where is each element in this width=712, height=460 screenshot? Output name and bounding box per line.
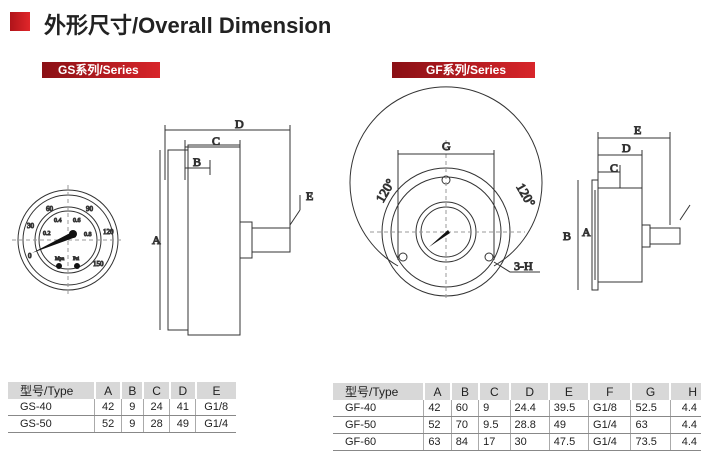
cell: 28	[143, 415, 171, 433]
cell: 4.4	[670, 433, 701, 451]
gs-dim-c: C	[212, 134, 220, 148]
col-h: H	[670, 383, 701, 400]
cell: 28.8	[510, 416, 550, 434]
gs-series-badge: GS系列/Series	[42, 62, 160, 78]
dial-psi-60: 60	[46, 205, 54, 213]
cell: 9	[121, 399, 144, 416]
unit-psi: Psi	[73, 257, 80, 262]
cell: 4.4	[670, 416, 701, 434]
gf-angle-right: 120°	[513, 180, 538, 209]
gs-dim-e: E	[306, 189, 313, 203]
dial-psi-30: 30	[27, 222, 35, 230]
dial-psi-90: 90	[86, 205, 94, 213]
cell: 39.5	[549, 400, 590, 417]
gs-front-view: 30 60 90 120 150 0 0.2 0.4 0.6 0.8 Mpa P…	[12, 185, 124, 295]
col-e: E	[195, 382, 236, 399]
cell: GS-40	[8, 399, 96, 416]
cell: 47.5	[549, 433, 590, 451]
cell: 42	[423, 400, 452, 417]
cell: 60	[451, 400, 480, 417]
cell: 70	[451, 416, 480, 434]
cell: GF-60	[333, 433, 425, 451]
cell: 42	[94, 399, 122, 416]
cell: 9	[121, 415, 144, 433]
col-b: B	[121, 382, 145, 399]
cell: G1/8	[195, 399, 236, 416]
cell: GF-50	[333, 416, 425, 434]
col-d: D	[510, 383, 551, 400]
col-c: C	[143, 382, 171, 399]
cell: 24.4	[510, 400, 550, 417]
cell: 30	[510, 433, 550, 451]
cell: G1/8	[588, 400, 632, 417]
cell: G1/4	[588, 416, 632, 434]
cell: 9	[478, 400, 511, 417]
dial-mpa-08: 0.8	[84, 232, 92, 238]
gf-dim-d: D	[622, 141, 631, 155]
dial-mpa-02: 0.2	[43, 231, 51, 237]
cell: 52.5	[630, 400, 671, 417]
col-type: 型号/Type	[8, 382, 96, 399]
col-g: G	[630, 383, 672, 400]
col-a: A	[94, 382, 123, 399]
gs-dim-b: B	[193, 155, 201, 169]
col-c: C	[478, 383, 512, 400]
gf-dim-e: E	[634, 123, 641, 137]
col-type: 型号/Type	[333, 383, 425, 400]
page-title: 外形尺寸/Overall Dimension	[44, 13, 332, 38]
col-f: F	[588, 383, 632, 400]
cell: G1/4	[195, 415, 236, 433]
gs-side-view: A B C D E	[152, 117, 314, 336]
cell: 63	[630, 416, 671, 434]
gs-dim-a: A	[152, 233, 161, 247]
cell: 63	[423, 433, 452, 451]
section-marker	[10, 12, 30, 31]
gf-front-view: G 120° 120° 3-H	[349, 86, 543, 300]
cell: 49	[169, 415, 197, 433]
gf-side-view: B A C D E	[563, 123, 691, 291]
gf-dim-c: C	[610, 161, 618, 175]
unit-mpa: Mpa	[55, 257, 65, 262]
cell: 49	[549, 416, 590, 434]
gf-dim-b: B	[563, 229, 571, 243]
gf-hole-label: 3-H	[514, 259, 533, 273]
cell: 17	[478, 433, 511, 451]
gf-angle-left: 120°	[372, 176, 397, 205]
col-b: B	[451, 383, 480, 400]
dial-mpa-04: 0.4	[54, 218, 62, 224]
col-a: A	[423, 383, 453, 400]
table-header: 型号/Type A B C D E	[8, 382, 236, 399]
gf-series-badge: GF系列/Series	[392, 62, 535, 78]
cell: 52	[94, 415, 122, 433]
cell: 24	[143, 399, 171, 416]
cell: G1/4	[588, 433, 632, 451]
cell: 52	[423, 416, 452, 434]
cell: 84	[451, 433, 480, 451]
gf-dim-a: A	[582, 225, 591, 239]
cell: GF-40	[333, 400, 425, 417]
dial-zero: 0	[28, 252, 32, 260]
table-header: 型号/Type A B C D E F G H	[333, 383, 701, 400]
dial-psi-150: 150	[93, 260, 104, 268]
col-d: D	[169, 382, 197, 399]
cell: 9.5	[478, 416, 511, 434]
technical-drawing: 30 60 90 120 150 0 0.2 0.4 0.6 0.8 Mpa P…	[12, 86, 691, 336]
cell: GS-50	[8, 415, 96, 433]
cell: 4.4	[670, 400, 701, 417]
dial-psi-120: 120	[103, 228, 114, 236]
gf-dim-g: G	[442, 139, 451, 153]
cell: 41	[169, 399, 197, 416]
dial-mpa-06: 0.6	[73, 218, 81, 224]
cell: 73.5	[630, 433, 671, 451]
gs-dim-d: D	[235, 117, 244, 131]
col-e: E	[549, 383, 590, 400]
